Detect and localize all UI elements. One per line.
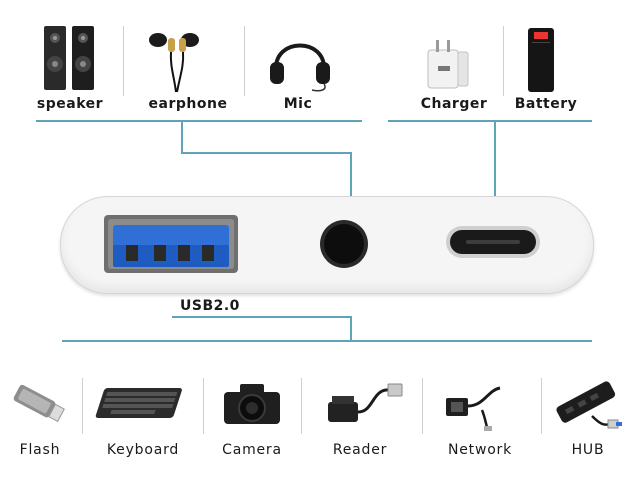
device-label-speaker: speaker (36, 96, 104, 112)
connector-line (181, 120, 183, 154)
battery-icon (528, 28, 554, 92)
device-label-reader: Reader (332, 442, 388, 458)
flash-drive-icon (13, 384, 65, 423)
connector-line-top-right (388, 120, 592, 122)
divider (244, 26, 245, 96)
keyboard-icon (95, 388, 182, 418)
divider (301, 378, 302, 434)
usb-c-port-icon (446, 226, 540, 258)
network-adapter-icon (446, 386, 501, 431)
usb-port-label: USB2.0 (180, 298, 240, 314)
divider (123, 26, 124, 96)
card-reader-icon (328, 383, 403, 422)
speaker-icon (44, 26, 94, 90)
device-label-battery: Battery (514, 96, 578, 112)
connector-line (350, 316, 352, 342)
device-label-keyboard: Keyboard (106, 442, 180, 458)
connector-line (494, 120, 496, 196)
headphones-icon (270, 43, 330, 92)
connector-line (172, 316, 352, 318)
divider (422, 378, 423, 434)
connector-line-top-left (36, 120, 362, 122)
divider (503, 26, 504, 96)
earphone-icon (149, 33, 199, 93)
device-label-charger: Charger (420, 96, 488, 112)
connector-line (350, 152, 352, 196)
connector-line (181, 152, 351, 154)
device-label-hub: HUB (571, 442, 605, 458)
device-label-camera: Camera (222, 442, 282, 458)
divider (203, 378, 204, 434)
device-label-earphone: earphone (148, 96, 228, 112)
audio-jack-icon (320, 220, 368, 268)
device-label-network: Network (447, 442, 513, 458)
divider (82, 378, 83, 434)
connector-line-bottom (62, 340, 592, 342)
device-label-mic: Mic (283, 96, 313, 112)
camera-icon (224, 384, 280, 424)
device-label-flash: Flash (19, 442, 61, 458)
usb-a-port-icon (104, 215, 238, 273)
charger-icon (427, 40, 469, 89)
usb-hub-icon (556, 381, 622, 429)
divider (541, 378, 542, 434)
